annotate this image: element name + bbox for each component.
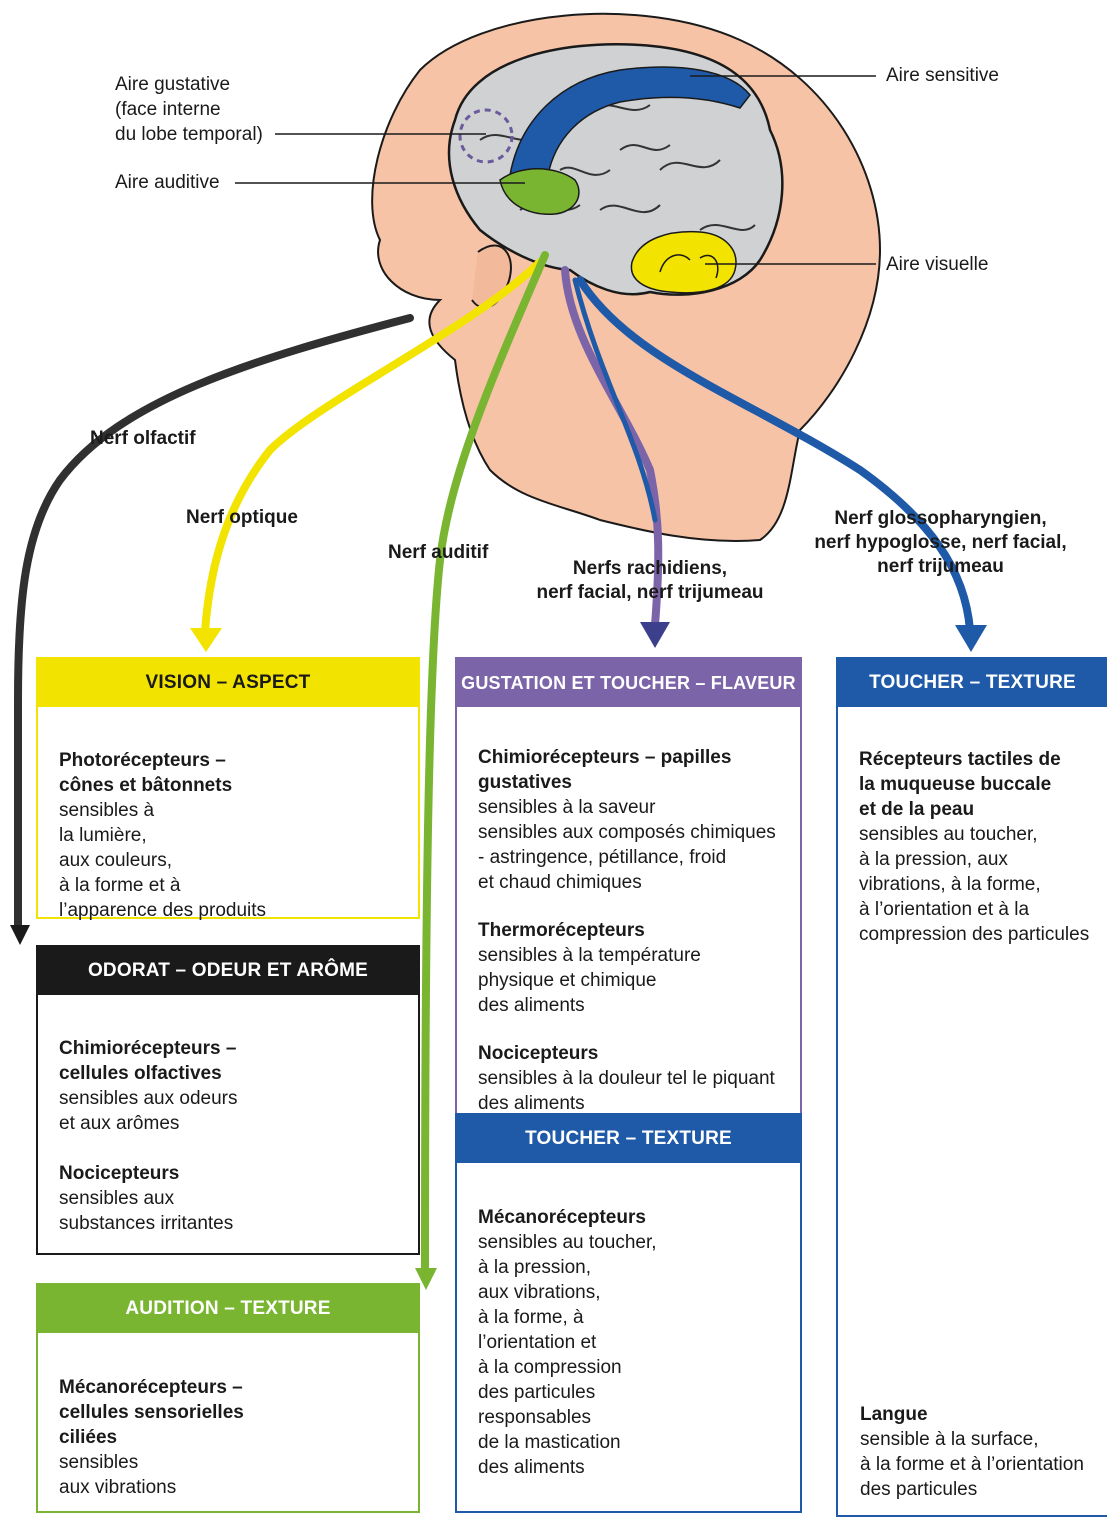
- gustation-heading-3: Nocicepteurs: [478, 1041, 776, 1066]
- toucher-mid-heading: Mécanorécepteurs: [478, 1205, 657, 1230]
- arrow-optique: [190, 628, 222, 652]
- toucher-mid-body: sensibles au toucher, à la pression, aux…: [478, 1230, 657, 1480]
- label-nerf-optique: Nerf optique: [186, 506, 298, 530]
- toucher-right-text: Récepteurs tactiles de la muqueuse bucca…: [859, 722, 1089, 972]
- gustation-body-1: sensibles à la saveur sensibles aux comp…: [478, 795, 776, 895]
- label-nerf-glossopharyngien: Nerf glossopharyngien, nerf hypoglosse, …: [808, 507, 1073, 579]
- gustation-heading-1: Chimiorécepteurs – papilles gustatives: [478, 745, 776, 795]
- label-aire-auditive: Aire auditive: [115, 170, 220, 195]
- label-aire-visuelle: Aire visuelle: [886, 252, 988, 277]
- odorat-heading-1: Chimiorécepteurs – cellules olfactives: [59, 1036, 238, 1086]
- vision-body: sensibles à la lumière, aux couleurs, à …: [59, 798, 266, 923]
- audition-body: sensibles aux vibrations: [59, 1450, 244, 1500]
- odorat-body-2: sensibles aux substances irritantes: [59, 1186, 238, 1236]
- audition-text: Mécanorécepteurs – cellules sensorielles…: [59, 1350, 244, 1525]
- arrow-rachidiens: [640, 622, 670, 648]
- label-aire-gustative: Aire gustative (face interne du lobe tem…: [115, 72, 263, 147]
- toucher-right-heading: Récepteurs tactiles de la muqueuse bucca…: [859, 747, 1089, 822]
- label-nerf-olfactif: Nerf olfactif: [90, 427, 196, 451]
- toucher-right-body: sensibles au toucher, à la pression, aux…: [859, 822, 1089, 947]
- gustation-heading-2: Thermorécepteurs: [478, 918, 776, 943]
- langue-heading: Langue: [860, 1402, 1084, 1427]
- arrow-glosso: [955, 625, 987, 652]
- odorat-heading-2: Nocicepteurs: [59, 1161, 238, 1186]
- box-audition-title: AUDITION – TEXTURE: [38, 1285, 418, 1333]
- box-toucher-mid-title: TOUCHER – TEXTURE: [457, 1115, 800, 1163]
- arrow-olfactif: [10, 925, 30, 945]
- box-gustation-title: GUSTATION ET TOUCHER – FLAVEUR: [457, 659, 800, 707]
- box-vision-title: VISION – ASPECT: [38, 659, 418, 707]
- gustation-body-2: sensibles à la température physique et c…: [478, 943, 776, 1018]
- label-nerf-auditif: Nerf auditif: [388, 541, 488, 565]
- box-toucher-right-title: TOUCHER – TEXTURE: [838, 659, 1107, 707]
- box-odorat-title: ODORAT – ODEUR ET ARÔME: [38, 947, 418, 995]
- vision-heading: Photorécepteurs – cônes et bâtonnets: [59, 748, 266, 798]
- label-nerfs-rachidiens: Nerfs rachidiens, nerf facial, nerf trij…: [520, 557, 780, 605]
- gustation-body-3: sensibles à la douleur tel le piquant de…: [478, 1066, 776, 1116]
- odorat-body-1: sensibles aux odeurs et aux arômes: [59, 1086, 238, 1136]
- label-aire-sensitive: Aire sensitive: [886, 63, 999, 88]
- audition-heading: Mécanorécepteurs – cellules sensorielles…: [59, 1375, 244, 1450]
